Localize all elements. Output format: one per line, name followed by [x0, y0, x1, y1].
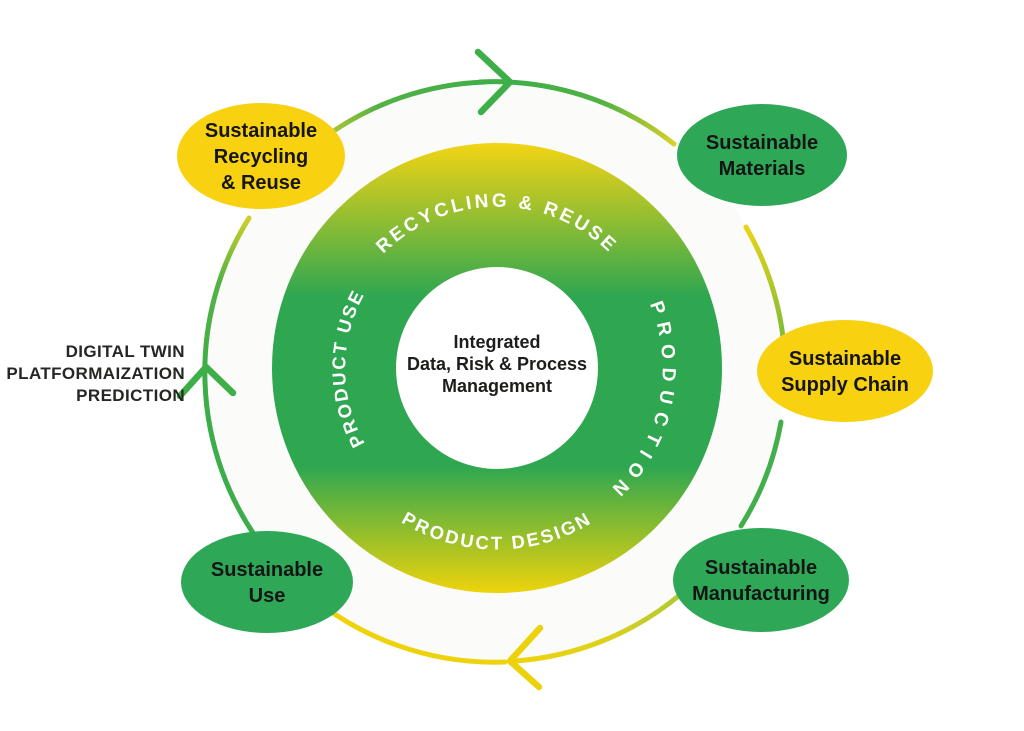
- bubble-ellipse: [181, 531, 353, 633]
- bubble-label-line: Manufacturing: [692, 583, 830, 605]
- clockwise-arrow-bottom-icon: [506, 624, 544, 691]
- bubble-ellipse: [677, 104, 847, 206]
- side-note-digital-twin: DIGITAL TWIN PLATFORMAIZATION PREDICTION: [6, 342, 185, 405]
- bubble-sustainable-recycling-reuse: Sustainable Recycling & Reuse: [177, 103, 345, 209]
- bubble-sustainable-manufacturing: Sustainable Manufacturing: [673, 528, 849, 632]
- bubble-sustainable-supply-chain: Sustainable Supply Chain: [757, 320, 933, 422]
- bubble-label-line: Sustainable: [205, 120, 317, 142]
- bubble-label-line: Supply Chain: [781, 374, 909, 396]
- center-hub: [396, 267, 598, 469]
- bubble-label-line: Sustainable: [706, 132, 818, 154]
- side-note-line-3: PREDICTION: [76, 386, 185, 405]
- cycle-arc-segment-4: [512, 591, 684, 664]
- bubble-label-line: Recycling: [214, 146, 308, 168]
- lifecycle-ring: [272, 143, 722, 593]
- bubble-label-line: Sustainable: [211, 559, 323, 581]
- center-text-line-3: Management: [442, 376, 552, 396]
- center-text-line-2: Data, Risk & Process: [407, 354, 587, 374]
- side-note-line-1: DIGITAL TWIN: [66, 342, 185, 361]
- bubble-label-line: Use: [249, 585, 286, 607]
- bubble-label-line: Materials: [719, 158, 806, 180]
- bubble-label-line: & Reuse: [221, 172, 301, 194]
- side-note-line-2: PLATFORMAIZATION: [6, 364, 185, 383]
- cycle-arc-segment-8: [322, 79, 488, 140]
- bubble-ellipse: [177, 103, 345, 209]
- cycle-arc-segment-3: [738, 419, 784, 529]
- bubble-label-line: Sustainable: [789, 348, 901, 370]
- bubble-ellipse: [673, 528, 849, 632]
- bubble-sustainable-use: Sustainable Use: [181, 531, 353, 633]
- bubble-label-line: Sustainable: [705, 557, 817, 579]
- cycle-arc-segment-7: [202, 215, 252, 385]
- clockwise-arrow-left-icon: [176, 363, 237, 400]
- clockwise-arrow-top-icon: [474, 48, 514, 116]
- bubble-sustainable-materials: Sustainable Materials: [677, 104, 847, 206]
- bubble-ellipse: [757, 320, 933, 422]
- center-text-line-1: Integrated: [453, 332, 540, 352]
